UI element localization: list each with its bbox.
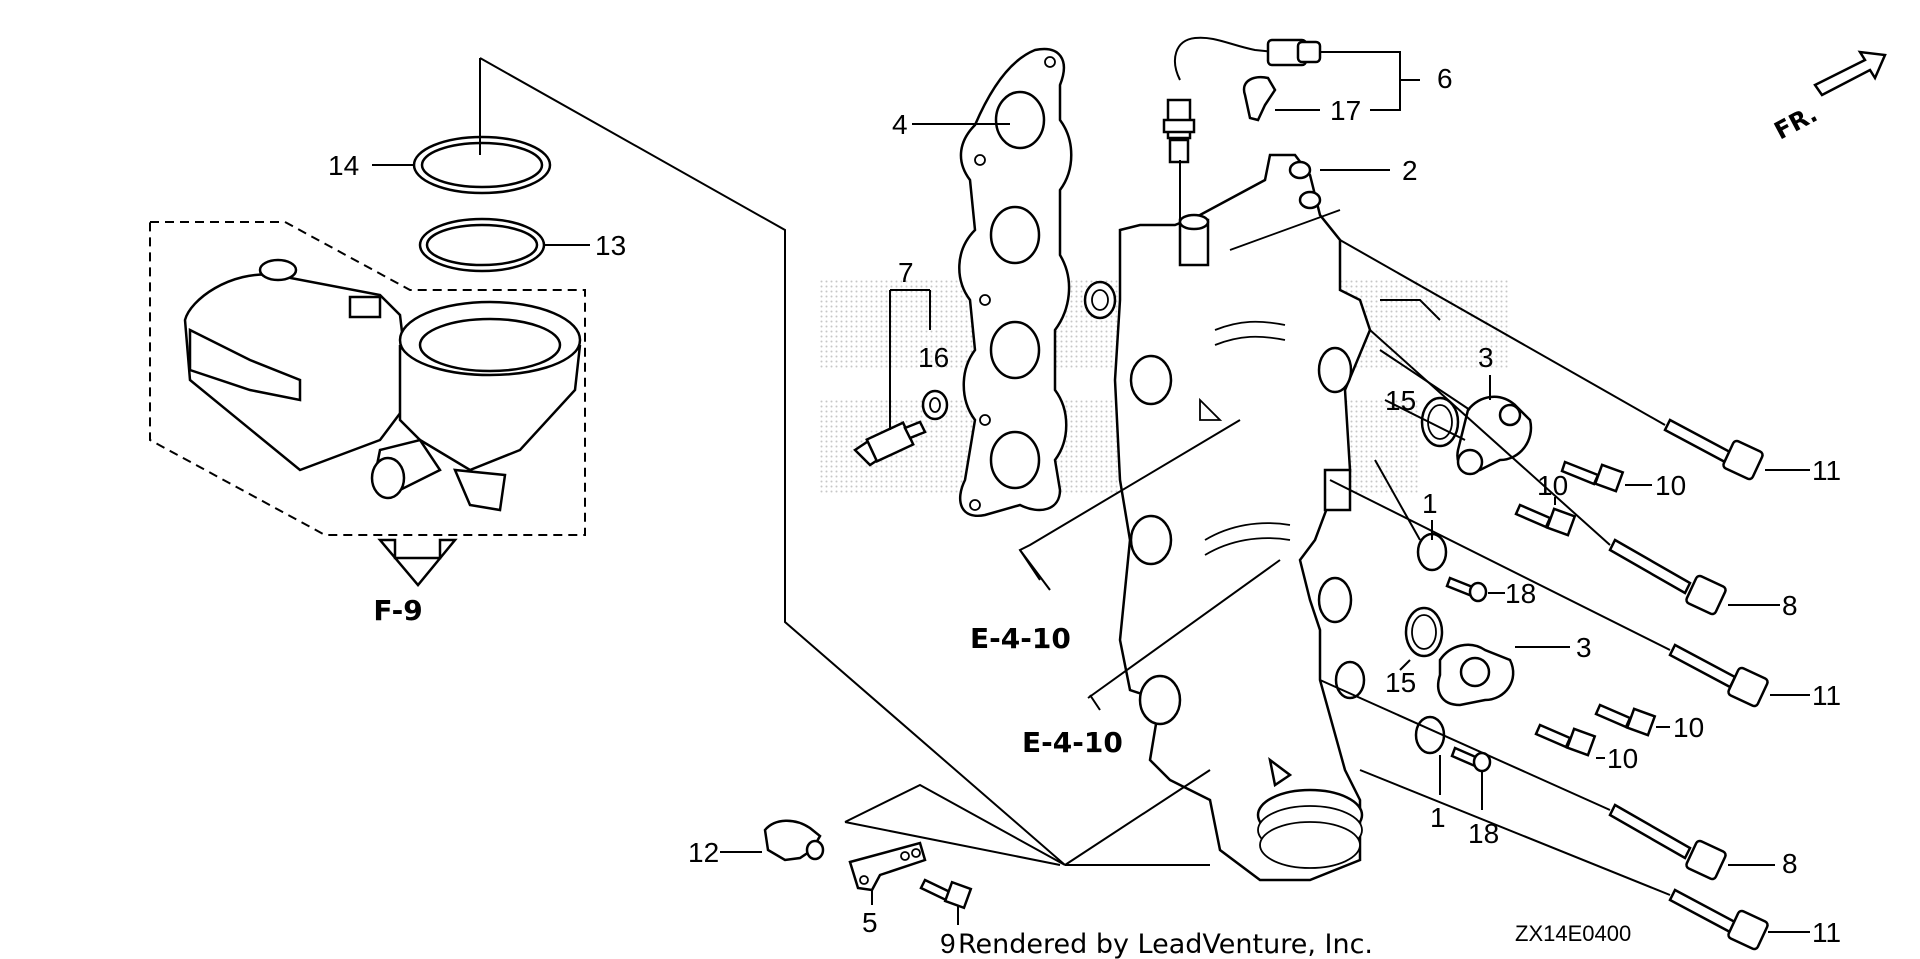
bolt-18-lower (1450, 746, 1492, 773)
bracket-5 (848, 841, 927, 892)
callout-7[interactable]: 7 (898, 257, 914, 288)
bolt-10-a (1560, 460, 1625, 493)
callout-10-a[interactable]: 10 (1655, 470, 1686, 501)
bolt-11-a (1663, 418, 1764, 481)
leader-frame (479, 57, 1066, 866)
bolt-10-c (1594, 703, 1657, 737)
callout-5[interactable]: 5 (862, 907, 878, 938)
o-ring-15-lower (1404, 606, 1444, 658)
reference-f9[interactable]: F-9 (373, 594, 422, 627)
callout-3-lower[interactable]: 3 (1576, 632, 1592, 663)
callout-11-a[interactable]: 11 (1812, 455, 1841, 486)
bolt-9 (919, 878, 973, 910)
callout-8-a[interactable]: 8 (1782, 590, 1798, 621)
clamp-12 (763, 819, 825, 862)
callout-15-upper[interactable]: 15 (1385, 385, 1416, 416)
front-label: FR. (1770, 100, 1822, 146)
callout-13[interactable]: 13 (595, 230, 626, 261)
collar-1-lower (1414, 715, 1446, 755)
callout-18-upper[interactable]: 18 (1505, 578, 1536, 609)
callout-15-lower[interactable]: 15 (1385, 667, 1416, 698)
thermostat-cover-assembly: F-9 (149, 221, 586, 627)
o-ring-14 (412, 135, 552, 195)
bolt-8-b (1608, 803, 1727, 881)
bolt-10-b (1514, 503, 1577, 537)
callout-1-lower[interactable]: 1 (1430, 802, 1446, 833)
o-ring-13 (418, 217, 546, 273)
callout-14[interactable]: 14 (328, 150, 359, 181)
callout-17[interactable]: 17 (1330, 95, 1361, 126)
oxygen-sensor-6 (1162, 36, 1322, 230)
bolt-11-b (1668, 643, 1769, 708)
callout-6[interactable]: 6 (1437, 63, 1453, 94)
callout-2[interactable]: 2 (1402, 155, 1418, 186)
flange-3-lower (1436, 643, 1515, 707)
callout-18-lower[interactable]: 18 (1468, 818, 1499, 849)
callout-10-b[interactable]: 10 (1537, 470, 1568, 501)
flange-3-upper (1456, 395, 1533, 476)
front-direction-marker: FR. (1770, 50, 1887, 146)
washer-16 (921, 389, 949, 421)
exhaust-manifold-2 (1083, 153, 1372, 882)
bolt-18-upper (1445, 576, 1488, 603)
bolt-8-a (1608, 538, 1727, 616)
temp-sensor-7 (853, 420, 927, 467)
diagram-code: ZX14E0400 (1515, 921, 1631, 946)
callout-12[interactable]: 12 (688, 837, 719, 868)
callout-10-c[interactable]: 10 (1673, 712, 1704, 743)
bolt-11-c (1668, 888, 1769, 951)
callout-10-d[interactable]: 10 (1607, 743, 1638, 774)
callout-9[interactable]: 9 (940, 928, 956, 959)
reference-e-4-10-lower[interactable]: E-4-10 (1022, 726, 1123, 759)
callout-16[interactable]: 16 (918, 342, 949, 373)
bolt-10-d (1534, 723, 1597, 757)
callout-8-b[interactable]: 8 (1782, 848, 1798, 879)
clip-17 (1242, 76, 1277, 122)
callout-11-b[interactable]: 11 (1812, 680, 1841, 711)
credit-text: Rendered by LeadVenture, Inc. (958, 929, 1373, 959)
callout-11-c[interactable]: 11 (1812, 917, 1841, 948)
callout-1-upper[interactable]: 1 (1422, 488, 1438, 519)
callout-3-upper[interactable]: 3 (1478, 342, 1494, 373)
gasket-4 (958, 47, 1073, 518)
reference-e-4-10-upper[interactable]: E-4-10 (970, 622, 1071, 655)
callout-4[interactable]: 4 (892, 109, 908, 140)
